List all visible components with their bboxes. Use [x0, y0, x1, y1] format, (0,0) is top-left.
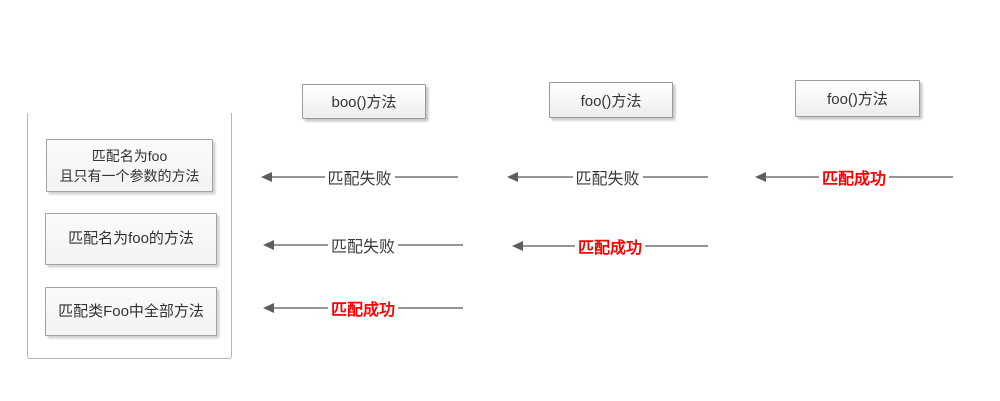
matcher-box-class-foo-all-label: 匹配类Foo中全部方法 — [58, 302, 204, 320]
matcher-box-class-foo-all: 匹配类Foo中全部方法 — [45, 287, 217, 336]
matcher-box-foo-name-label: 匹配名为foo的方法 — [68, 230, 194, 247]
left-arrowhead-icon — [512, 241, 523, 251]
arrow-label: 匹配成功 — [327, 296, 399, 320]
matcher-box-foo-one-param-line1: 匹配名为foo — [91, 147, 168, 164]
left-arrowhead-icon — [507, 172, 518, 182]
method-box-boo: boo()方法 — [302, 84, 426, 119]
arrow-label: 匹配成功 — [574, 234, 646, 258]
arrow-label: 匹配失败 — [327, 233, 399, 257]
method-box-boo-label: boo()方法 — [331, 94, 397, 111]
matcher-box-foo-one-param: 匹配名为foo 且只有一个参数的方法 — [46, 139, 213, 192]
arrow-label: 匹配失败 — [324, 165, 395, 189]
left-arrowhead-icon — [263, 303, 274, 313]
left-arrowhead-icon — [261, 172, 272, 182]
matcher-box-foo-one-param-line2: 且只有一个参数的方法 — [59, 167, 200, 184]
method-box-foo-2-label: foo()方法 — [827, 91, 888, 108]
method-box-foo-1: foo()方法 — [549, 82, 673, 118]
left-arrowhead-icon — [263, 240, 274, 250]
matcher-box-foo-name: 匹配名为foo的方法 — [45, 213, 217, 265]
left-arrowhead-icon — [755, 172, 766, 182]
arrow-label: 匹配失败 — [572, 165, 643, 189]
method-box-foo-2: foo()方法 — [795, 80, 920, 117]
matcher-group-container — [27, 113, 232, 359]
method-box-foo-1-label: foo()方法 — [580, 92, 642, 110]
arrow-label: 匹配成功 — [818, 165, 890, 189]
